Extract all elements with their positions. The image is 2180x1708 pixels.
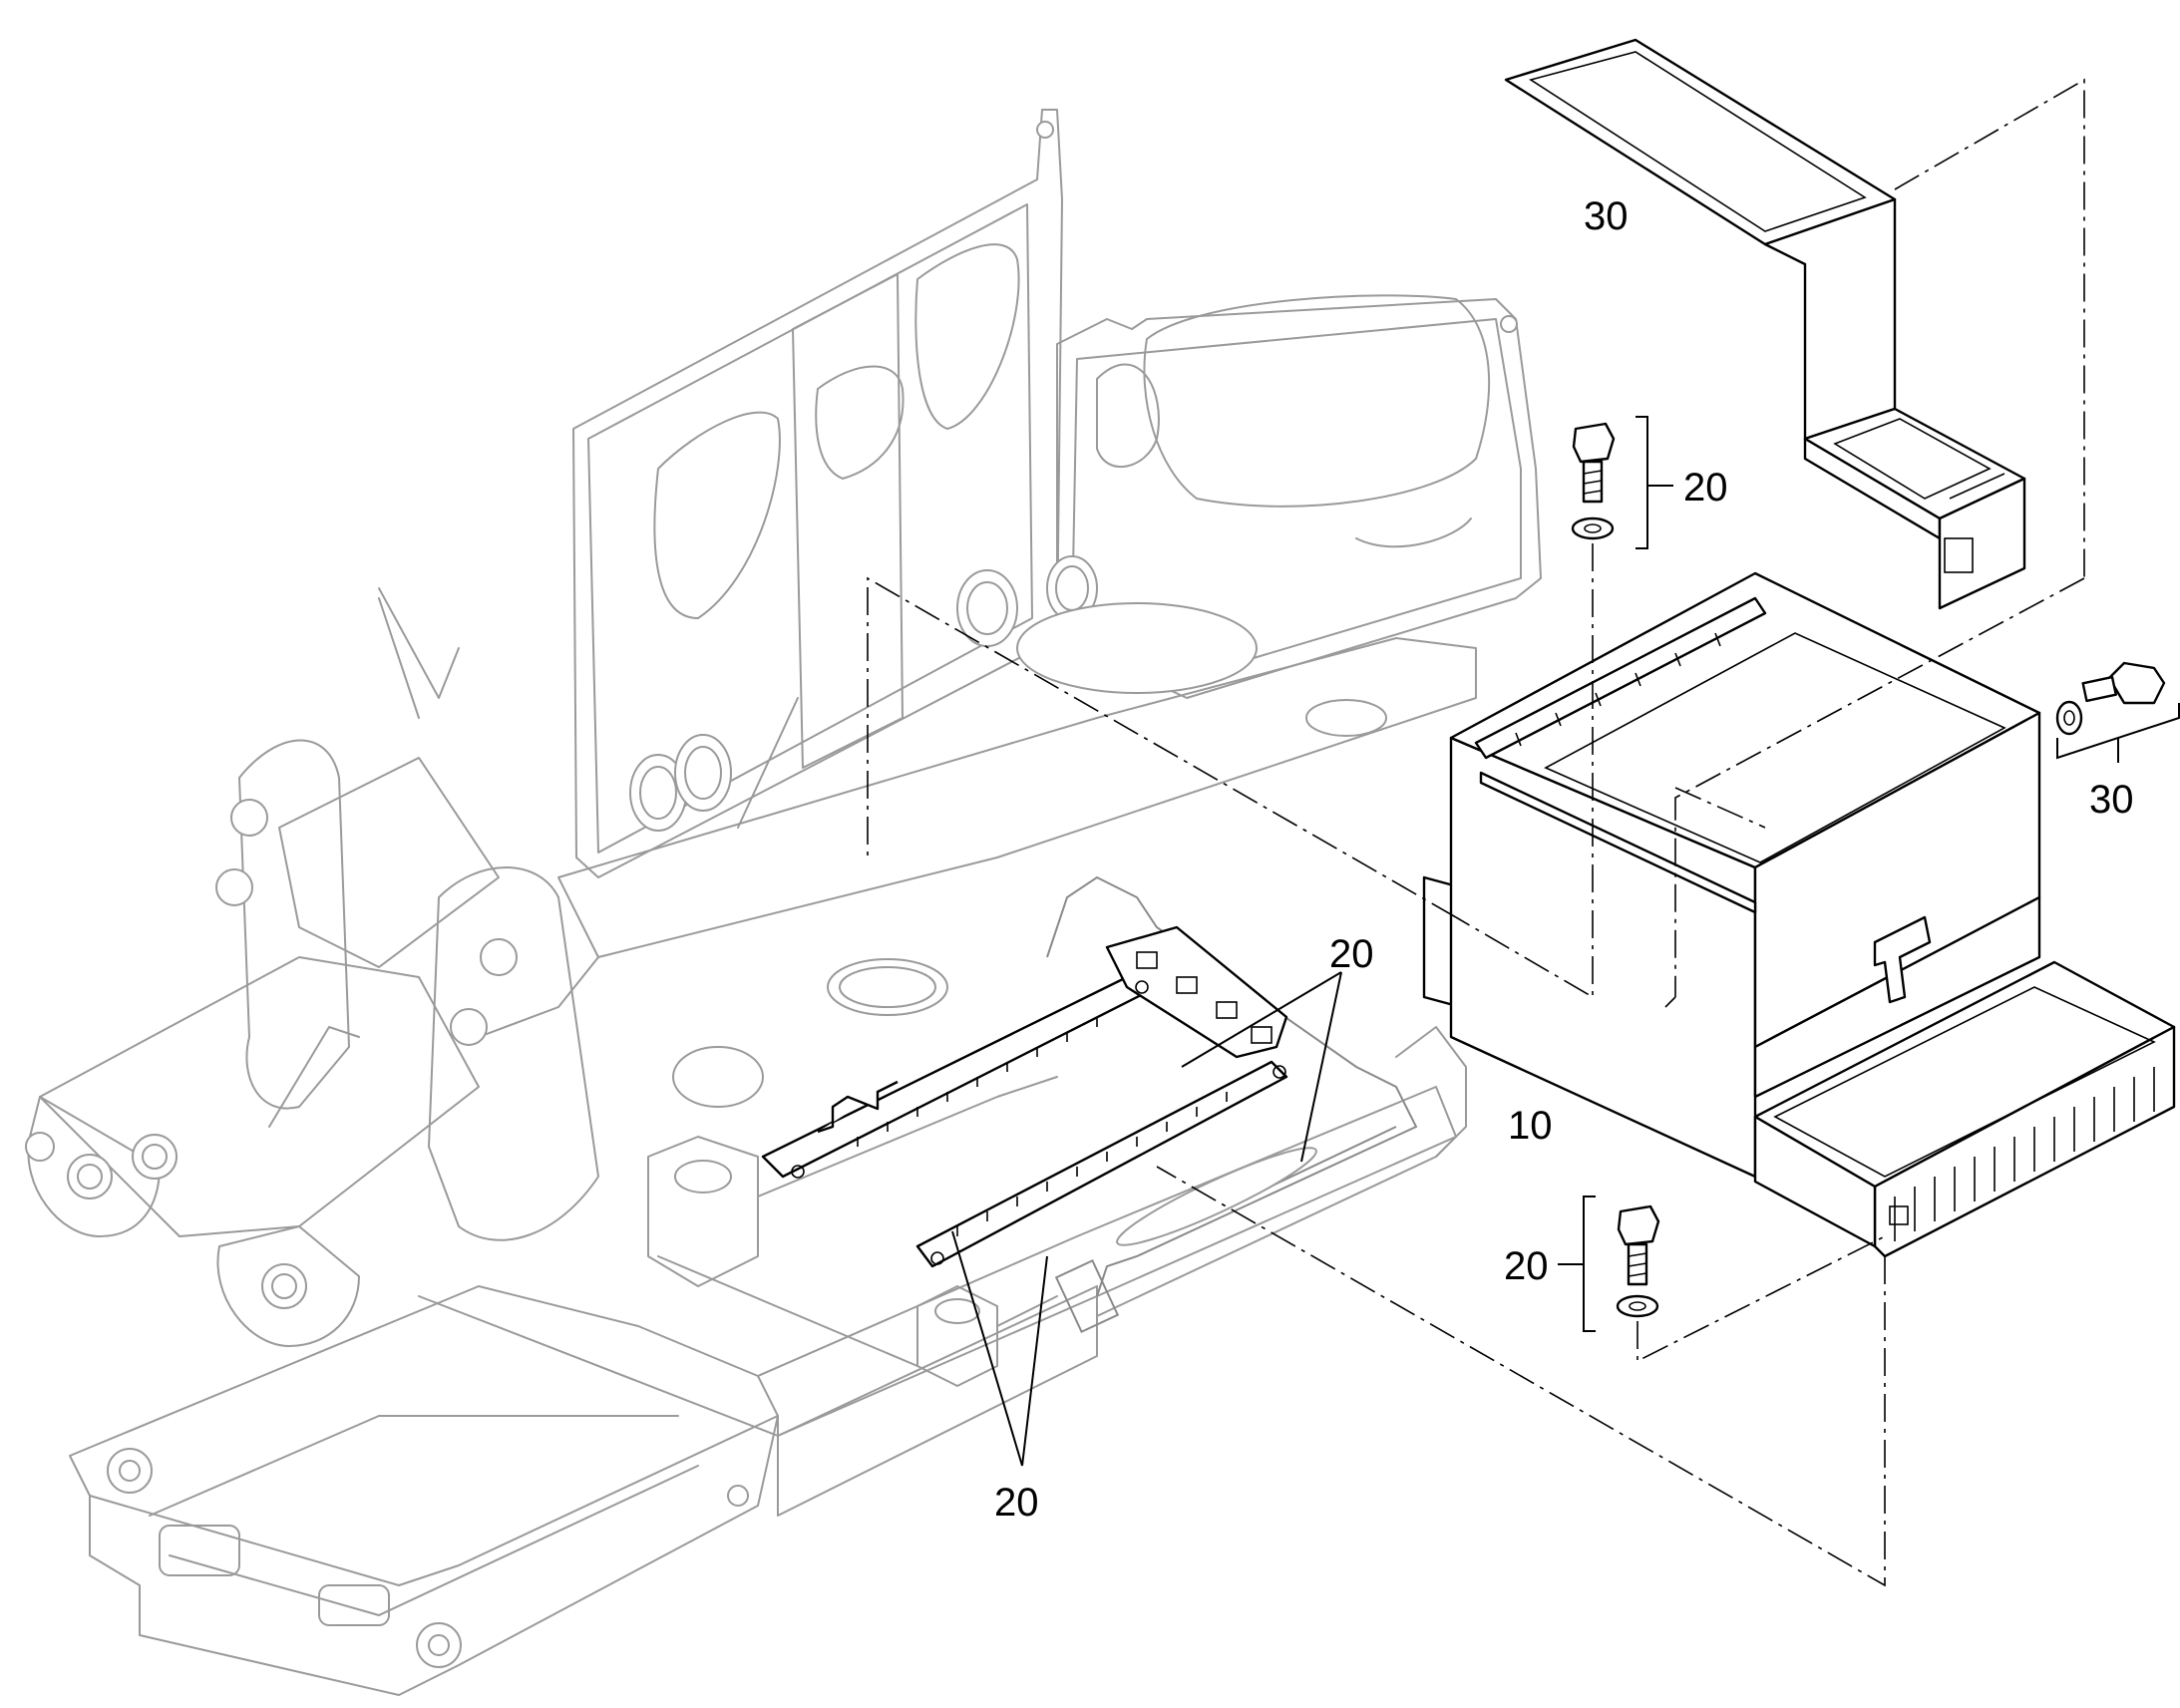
callout-30-right-bolt: 30: [2089, 778, 2134, 822]
bolt-lower: [1616, 1204, 1660, 1318]
leaders: [951, 416, 2180, 1467]
bolt-right: [2055, 661, 2166, 736]
callout-20-upper-bolt: 20: [1683, 466, 1728, 510]
bolt-upper: [1571, 422, 1616, 540]
callouts: 30 20 30 20 10 20 20: [994, 194, 2134, 1525]
callout-20-lower-strips: 20: [994, 1481, 1039, 1525]
mounting-strips: [761, 925, 1288, 1268]
assembly-lines: [867, 78, 2085, 1587]
callout-30-top: 30: [1584, 194, 1629, 238]
machine-frame: [25, 109, 1542, 1696]
electrical-box: [1422, 571, 2176, 1258]
callout-10-box: 10: [1508, 1104, 1553, 1148]
callout-20-lower-bolt: 20: [1504, 1244, 1549, 1288]
cover-part: [1504, 38, 2026, 610]
callout-20-upper-strips: 20: [1329, 932, 1374, 976]
